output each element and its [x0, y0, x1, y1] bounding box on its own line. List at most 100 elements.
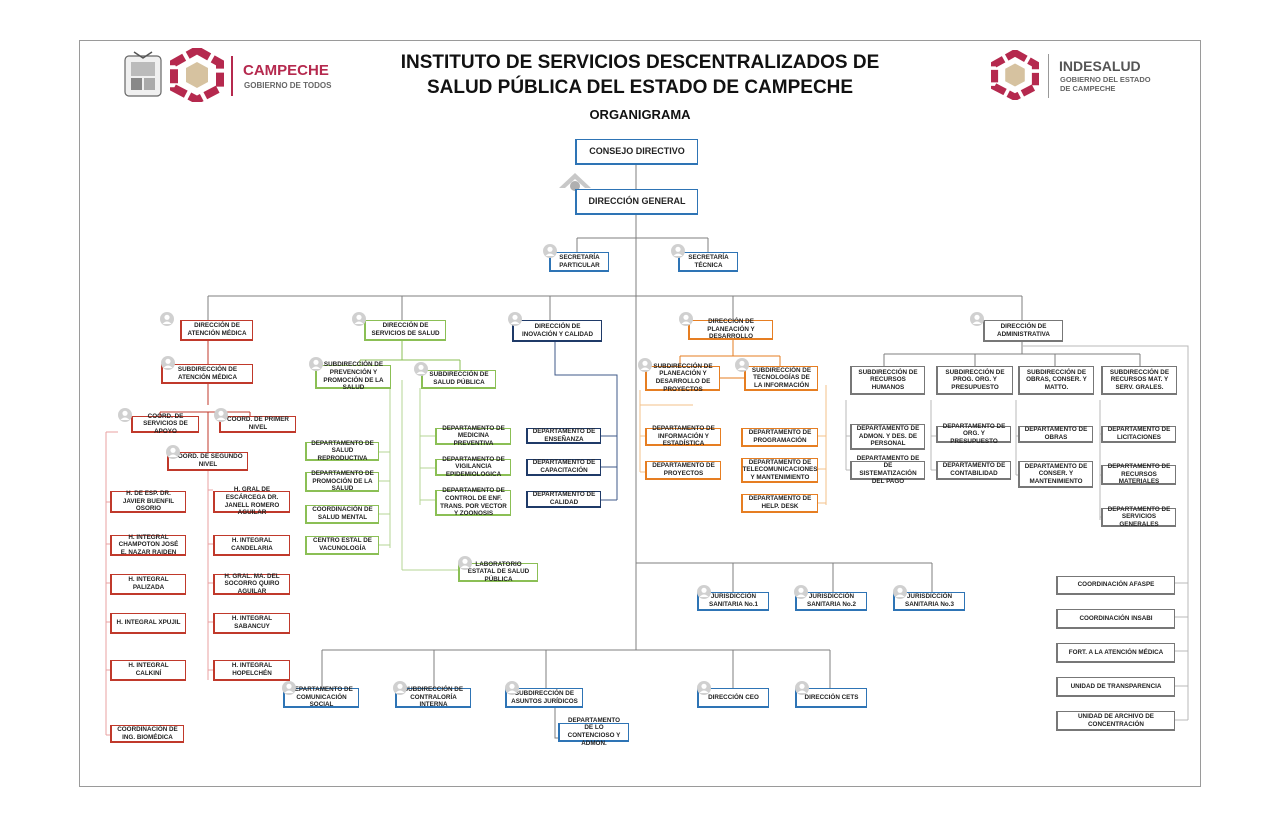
- node-dep-admon-personal: DEPARTAMENTO DE ADMON. Y DES. DE PERSONA…: [850, 424, 925, 450]
- campeche-tagline: GOBIERNO DE TODOS: [244, 81, 332, 90]
- node-sub-tecnologias: SUBDIRECCIÓN DE TECNOLOGÍAS DE LA INFORM…: [744, 366, 818, 391]
- person-icon: [458, 556, 472, 570]
- node-dep-recursos-materiales: DEPARTAMENTO DE RECURSOS MATERIALES: [1101, 463, 1176, 485]
- campeche-logo-icon: [170, 48, 224, 102]
- node-h-candelaria: H. INTEGRAL CANDELARIA: [213, 535, 290, 556]
- node-dep-licitaciones: DEPARTAMENTO DE LICITACIONES: [1101, 426, 1176, 443]
- person-icon: [309, 357, 323, 371]
- person-icon: [795, 681, 809, 695]
- indesalud-line1: GOBIERNO DEL ESTADO: [1060, 75, 1151, 84]
- node-coord-afaspe: COORDINACIÓN AFASPE: [1056, 576, 1175, 595]
- node-sub-contraloria: SUBDIRECCIÓN DE CONTRALORÍA INTERNA: [395, 686, 471, 708]
- person-icon: [414, 362, 428, 376]
- person-icon: [697, 585, 711, 599]
- node-dep-sistematizacion: DEPARTAMENTO DE DE SISTEMATIZACIÓN DEL P…: [850, 455, 925, 485]
- node-h-palizada: H. INTEGRAL PALIZADA: [110, 574, 186, 595]
- node-dep-comunicacion: DEPARTAMENTO DE COMUNICACIÓN SOCIAL: [283, 686, 359, 708]
- node-jurisdiccion-3: JURISDICCIÓN SANITARIA No.3: [893, 592, 965, 611]
- subtitle: ORGANIGRAMA: [589, 107, 691, 122]
- node-coord-primer-nivel: COORD. DE PRIMER NIVEL: [219, 416, 296, 433]
- node-dep-org-presupuesto: DEPARTAMENTO DE ORG. Y PRESUPUESTO: [936, 423, 1011, 445]
- person-icon: [735, 358, 749, 372]
- node-coord-servicios-apoyo: COORD. DE SERVICIOS DE APOYO: [131, 413, 199, 435]
- node-unidad-transparencia: UNIDAD DE TRANSPARENCIA: [1056, 677, 1175, 697]
- node-dep-programacion: DEPARTAMENTO DE PROGRAMACIÓN: [741, 428, 818, 447]
- node-h-calkini: H. INTEGRAL CALKINÍ: [110, 660, 186, 681]
- person-icon: [118, 408, 132, 422]
- node-dir-servicios-salud: DIRECCIÓN DE SERVICIOS DE SALUD: [364, 320, 446, 341]
- node-direccion-general: DIRECCIÓN GENERAL: [575, 189, 698, 215]
- chart-frame: [79, 40, 1201, 787]
- node-coord-insabi: COORDINACIÓN INSABI: [1056, 609, 1175, 629]
- node-sub-juridicos: SUBDIRECCIÓN DE ASUNTOS JURÍDICOS: [505, 688, 583, 708]
- node-coord-biomedica: COORDINACIÓN DE ING. BIOMÉDICA: [110, 725, 184, 743]
- person-icon: [543, 244, 557, 258]
- person-icon: [282, 681, 296, 695]
- node-dep-help-desk: DEPARTAMENTO DE HELP. DESK: [741, 494, 818, 513]
- node-dep-proyectos: DEPARTAMENTO DE PROYECTOS: [645, 461, 721, 480]
- node-coord-salud-mental: COORDINACIÓN DE SALUD MENTAL: [305, 505, 379, 524]
- logo-divider-right: [1048, 54, 1049, 98]
- node-coord-segundo-nivel: COORD. DE SEGUNDO NIVEL: [167, 452, 248, 471]
- node-dep-info-estadistica: DEPARTAMENTO DE INFORMACIÓN Y ESTADÍSTIC…: [645, 425, 721, 447]
- indesalud-line2: DE CAMPECHE: [1060, 84, 1116, 93]
- person-icon: [352, 312, 366, 326]
- node-dep-contabilidad: DEPARTAMENTO DE CONTABILIDAD: [936, 461, 1011, 480]
- node-sub-recursos-mat: SUBDIRECCIÓN DE RECURSOS MAT. Y SERV. GR…: [1101, 366, 1177, 395]
- person-icon: [508, 312, 522, 326]
- node-dep-capacitacion: DEPARTAMENTO DE CAPACITACIÓN: [526, 459, 601, 476]
- node-sub-recursos-humanos: SUBDIRECCIÓN DE RECURSOS HUMANOS: [850, 366, 925, 395]
- campeche-coat-of-arms-icon: [124, 51, 162, 97]
- node-dep-control-vector: DEPARTAMENTO DE CONTROL DE ENF. TRANS. P…: [435, 487, 511, 517]
- node-dep-salud-reproductiva: DEPARTAMENTO DE SALUD REPRODUCTIVA: [305, 440, 379, 462]
- node-h-esp-buenfil: H. DE ESP. DR. JAVIER BUENFIL OSORIO: [110, 490, 186, 513]
- person-icon: [505, 681, 519, 695]
- person-icon: [638, 358, 652, 372]
- node-dir-administrativa: DIRECCIÓN DE ADMINISTRATIVA: [983, 320, 1063, 342]
- node-consejo-directivo: CONSEJO DIRECTIVO: [575, 139, 698, 165]
- node-dir-cets: DIRECCIÓN CETS: [795, 688, 867, 708]
- title-line-2: SALUD PÚBLICA DEL ESTADO DE CAMPECHE: [426, 77, 854, 98]
- title-line-1: INSTITUTO DE SERVICIOS DESCENTRALIZADOS …: [400, 52, 880, 73]
- person-icon: [794, 585, 808, 599]
- person-icon: [393, 681, 407, 695]
- node-dep-telecom: DEPARTAMENTO DE TELECOMUNICACIONES Y MAN…: [741, 458, 818, 483]
- person-icon: [970, 312, 984, 326]
- indesalud-logo-icon: [991, 50, 1039, 100]
- person-icon: [166, 445, 180, 459]
- node-h-sabancuy: H. INTEGRAL SABANCUY: [213, 613, 290, 634]
- node-dep-obras: DEPARTAMENTO DE OBRAS: [1018, 426, 1093, 443]
- person-icon: [893, 585, 907, 599]
- node-sub-prevencion: SUBDIRECCIÓN DE PREVENCIÓN Y PROMOCIÓN D…: [315, 361, 391, 391]
- node-centro-vacunologia: CENTRO ESTAL DE VACUNOLOGÍA: [305, 536, 379, 555]
- node-dir-innovacion: DIRECCIÓN DE INOVACIÓN Y CALIDAD: [512, 320, 602, 342]
- node-dir-ceo: DIRECCIÓN CEO: [697, 688, 769, 708]
- node-dep-contencioso: DEPARTAMENTO DE LO CONTENCIOSO Y ADMON.: [558, 717, 629, 747]
- node-dep-conser-mantenimiento: DEPARTAMENTO DE CONSER. Y MANTENIMIENTO: [1018, 461, 1093, 488]
- node-sub-salud-publica: SUBDIRECCIÓN DE SALUD PÚBLICA: [421, 370, 496, 389]
- node-sub-prog-org: SUBDIRECCIÓN DE PROG. ORG. Y PRESUPUESTO: [936, 366, 1013, 395]
- node-jurisdiccion-1: JURISDICCIÓN SANITARIA No.1: [697, 592, 769, 611]
- person-icon: [671, 244, 685, 258]
- node-dep-medicina-preventiva: DEPARTAMENTO DE MEDICINA PREVENTIVA: [435, 425, 511, 447]
- node-dep-calidad: DEPARTAMENTO DE CALIDAD: [526, 491, 601, 508]
- campeche-name: CAMPECHE: [243, 62, 329, 79]
- node-sub-atencion-medica: SUBDIRECCIÓN DE ATENCIÓN MÉDICA: [161, 364, 253, 384]
- person-icon: [161, 356, 175, 370]
- indesalud-name: INDESALUD: [1059, 58, 1141, 74]
- person-icon: [214, 408, 228, 422]
- person-icon: [160, 312, 174, 326]
- node-secretaria-particular: SECRETARÍA PARTICULAR: [549, 252, 609, 272]
- person-icon: [697, 681, 711, 695]
- node-sub-planeacion: SUBDIRECCIÓN DE PLANEACIÓN Y DESARROLLO …: [645, 363, 720, 393]
- node-jurisdiccion-2: JURISDICCIÓN SANITARIA No.2: [795, 592, 867, 611]
- node-h-champoton: H. INTEGRAL CHAMPOTON JOSÉ E. NAZAR RAID…: [110, 534, 186, 556]
- node-dir-planeacion: DIRECCIÓN DE PLANEACIÓN Y DESARROLLO: [688, 318, 773, 340]
- node-dep-vigilancia: DEPARTAMENTO DE VIGILANCIA EPIDEMIOLOGIC…: [435, 456, 511, 478]
- node-sub-obras: SUBDIRECCIÓN DE OBRAS, CONSER. Y MATTO.: [1018, 366, 1094, 395]
- node-dir-atencion-medica: DIRECCIÓN DE ATENCIÓN MÉDICA: [180, 320, 253, 341]
- node-fort-atencion: FORT. A LA ATENCIÓN MÉDICA: [1056, 643, 1175, 663]
- node-dep-servicios-generales: DEPARTAMENTO DE SERVICIOS GENERALES: [1101, 506, 1176, 528]
- node-dep-promocion: DEPARTAMENTO DE PROMOCIÓN DE LA SALUD: [305, 470, 379, 492]
